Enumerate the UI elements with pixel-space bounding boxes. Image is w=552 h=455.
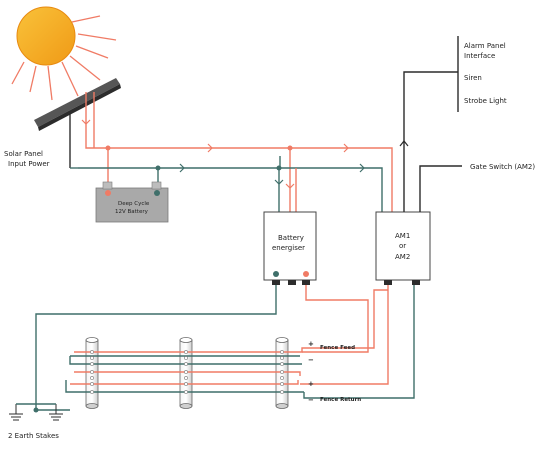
fence-feed-label: Fence Feed: [320, 345, 355, 351]
energiser-negative-terminal: [273, 271, 279, 277]
battery-positive-terminal: [105, 190, 111, 196]
battery-negative-terminal: [154, 190, 160, 196]
solar-panel-label-line2: Input Power: [8, 160, 50, 168]
solar-panel-label-line1: Solar Panel: [4, 150, 43, 158]
am-controller: AM1 or AM2: [375, 211, 431, 285]
fence-return-wire: [65, 380, 304, 393]
gate-switch-wire: [419, 165, 462, 212]
controller-label-line1: AM1: [395, 232, 410, 240]
siren-label: Siren: [464, 74, 482, 82]
flow-arrows: [81, 119, 365, 189]
alarm-panel-label-line2: Interface: [464, 52, 495, 60]
energiser-label-line2: energiser: [272, 244, 305, 252]
insulators: [90, 350, 284, 394]
negative-bus-to-controller: [279, 167, 383, 212]
earth-stake-2-icon: [49, 404, 63, 421]
sun-icon: [11, 6, 117, 101]
panel-positive-wire: [85, 92, 109, 184]
gate-switch-label: Gate Switch (AM2): [470, 163, 535, 171]
battery-label-line1: Deep Cycle: [118, 201, 150, 207]
fence-feed-plus: +: [308, 340, 314, 348]
fence-wire-3: [74, 371, 301, 376]
solar-panel-label: Solar Panel Input Power: [4, 150, 50, 168]
controller-label-line2: or: [399, 242, 406, 250]
earth-junction: [33, 407, 39, 413]
fence-wire-2: [69, 356, 302, 365]
fence-feed-positive-wire: [74, 289, 388, 353]
fence-wire-4: [70, 380, 299, 385]
negative-bus: [158, 167, 280, 212]
earth-stake-1-icon: [9, 404, 23, 421]
battery: Deep Cycle 12V Battery: [95, 181, 169, 223]
fence-return-ground: [303, 285, 415, 399]
fence-return-minus: −: [308, 396, 314, 404]
fence-wire4-plus: +: [308, 380, 314, 388]
alarm-panel-label-line1: Alarm Panel: [464, 42, 506, 50]
fence-wires: [65, 285, 415, 399]
alarm-output-arrow: [399, 140, 409, 147]
battery-label-line2: 12V Battery: [115, 209, 149, 215]
alarm-output-wire: [403, 71, 458, 212]
earth-stakes-label: 2 Earth Stakes: [8, 432, 59, 440]
strobe-label: Strobe Light: [464, 97, 507, 105]
fence-return-to-controller: [300, 285, 389, 385]
fence-return-label: Fence Return: [320, 397, 361, 403]
energiser-positive-terminal: [303, 271, 309, 277]
solar-panel-icon: [34, 78, 121, 169]
battery-energiser: Battery energiser: [263, 211, 317, 285]
negative-bus-battery: [78, 167, 159, 184]
earth-wire: [35, 285, 277, 410]
energiser-label-line1: Battery: [278, 234, 304, 242]
energiser-to-fence-feed: [302, 285, 369, 353]
fence-wire2-minus: −: [308, 356, 314, 364]
controller-label-line3: AM2: [395, 253, 410, 261]
positive-bus-to-controller: [290, 147, 393, 212]
junction-dots: [105, 145, 293, 171]
